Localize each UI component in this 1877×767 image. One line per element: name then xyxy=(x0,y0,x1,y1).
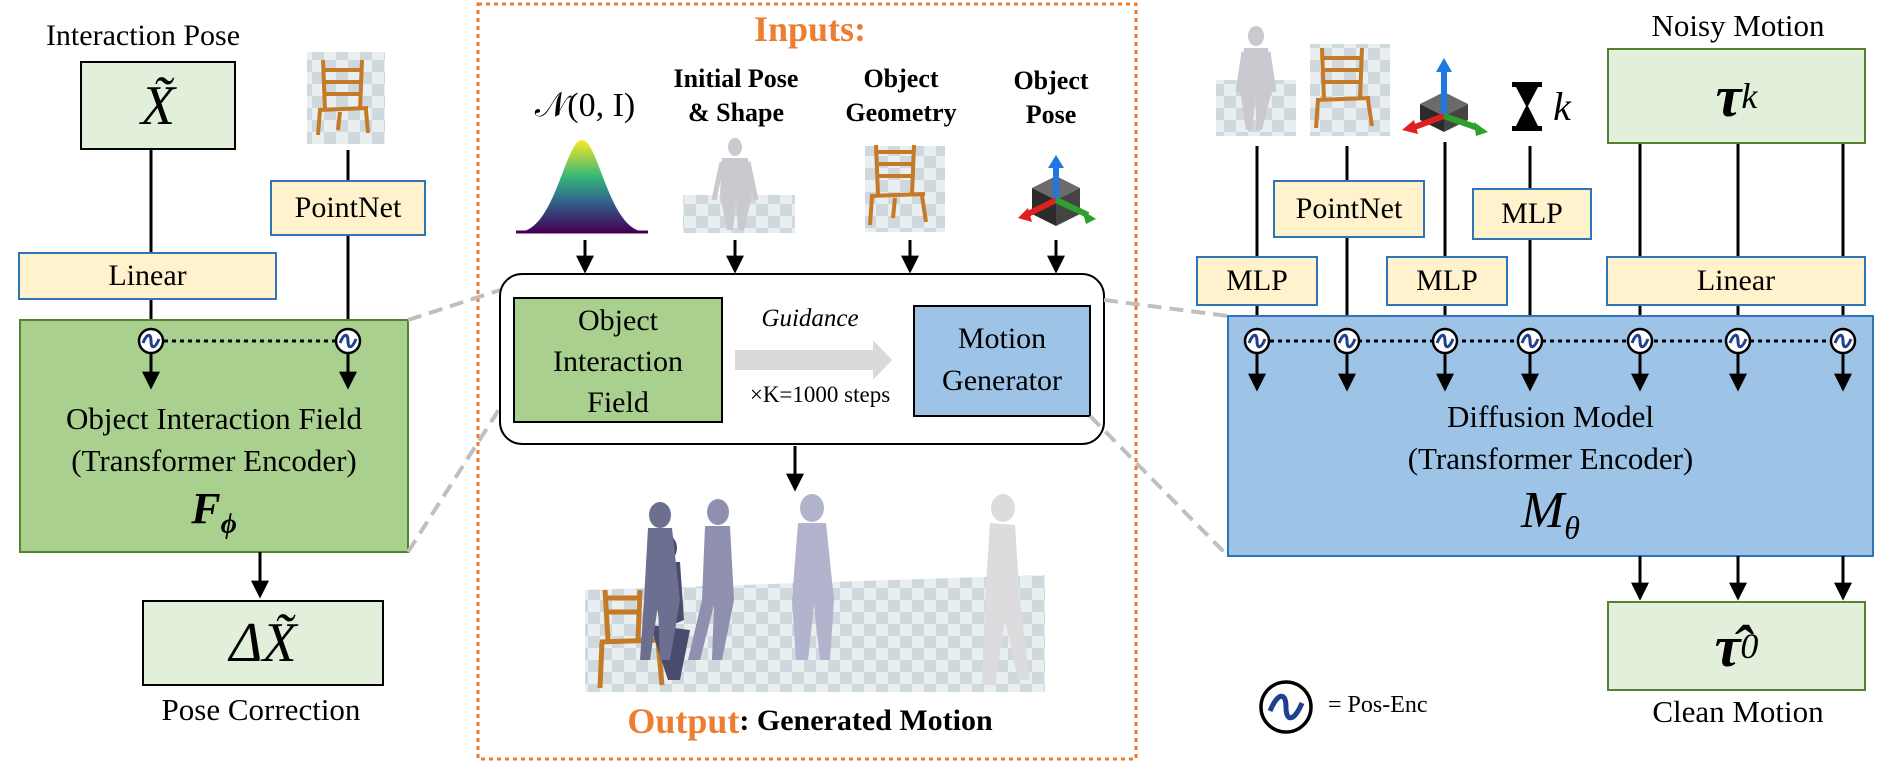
noise-label: 𝒩(0, I) xyxy=(534,87,636,124)
chair-thumbnail-center xyxy=(865,144,945,232)
oif-line2: Interaction xyxy=(553,345,683,378)
guidance-arrow xyxy=(735,340,892,380)
motion-generator-label: Motion Generator xyxy=(914,318,1090,402)
output-word: Output xyxy=(627,701,740,741)
initial-pose-line1: Initial Pose xyxy=(673,64,799,93)
field-title-line1: Object Interaction Field xyxy=(65,401,363,436)
object-pose-line2: Pose xyxy=(1025,100,1077,129)
linear-box-right: Linear xyxy=(1606,256,1866,306)
field-title: Object Interaction Field (Transformer En… xyxy=(20,398,408,552)
output-rest: : Generated Motion xyxy=(739,704,993,737)
interaction-pose-symbol: X̃ xyxy=(140,74,176,137)
oif-line1: Object xyxy=(578,304,658,337)
diffusion-symbol: Mθ xyxy=(1228,480,1873,558)
clean-motion-box: τ̂0 xyxy=(1607,601,1866,691)
guidance-label: Guidance xyxy=(761,305,859,332)
inputs-title: Inputs: xyxy=(753,9,867,49)
chair-thumbnail-right xyxy=(1310,44,1390,136)
human-thumbnail-center xyxy=(683,138,795,233)
object-pose-line1: Object xyxy=(1013,66,1089,95)
pose-correction-box: ΔX̃ xyxy=(142,600,384,686)
field-symbol: Fϕ xyxy=(20,482,408,552)
chair-thumbnail-left xyxy=(307,52,385,144)
diffusion-title-line1: Diffusion Model xyxy=(1447,399,1654,434)
oif-label: Object Interaction Field xyxy=(514,300,722,423)
linear-box-left: Linear xyxy=(18,252,277,300)
object-pose-label: Object Pose xyxy=(986,64,1116,132)
mlp-box-timestep: MLP xyxy=(1472,188,1592,240)
generated-motion-scene xyxy=(585,494,1045,692)
tau-k-superscript: k xyxy=(1741,76,1758,116)
pointnet-box-right: PointNet xyxy=(1273,180,1425,238)
motion-generator-box xyxy=(913,305,1091,417)
pos-enc-legend-label: = Pos-Enc xyxy=(1328,692,1428,718)
diffusion-title-line2: (Transformer Encoder) xyxy=(1407,441,1694,476)
pose-correction-caption: Pose Correction xyxy=(161,692,361,727)
gaussian-icon xyxy=(518,140,646,232)
motion-generator-line1: Motion xyxy=(957,322,1047,355)
object-interaction-field-box xyxy=(19,319,409,553)
interaction-pose-heading: Interaction Pose xyxy=(45,19,241,52)
field-symbol-sub: ϕ xyxy=(220,508,237,540)
pointnet-box-left: PointNet xyxy=(270,180,426,236)
hourglass-icon xyxy=(1512,82,1542,131)
pos-enc-legend-icon xyxy=(1259,680,1313,734)
axes-icon-right xyxy=(1402,58,1488,136)
diffusion-symbol-main: M xyxy=(1520,482,1565,539)
field-title-line2: (Transformer Encoder) xyxy=(71,443,357,478)
output-caption: Output: Generated Motion xyxy=(560,698,1060,744)
oif-box xyxy=(513,297,723,423)
pose-correction-symbol: ΔX̃ xyxy=(229,612,297,674)
oif-line3: Field xyxy=(587,386,649,419)
diffusion-title: Diffusion Model (Transformer Encoder) Mθ xyxy=(1228,396,1873,558)
motion-generator-line2: Generator xyxy=(942,364,1062,397)
inputs-frame xyxy=(476,2,1138,761)
initial-pose-line2: & Shape xyxy=(687,98,785,127)
diffusion-symbol-sub: θ xyxy=(1564,509,1581,546)
axes-icon-center xyxy=(1018,155,1096,226)
clean-motion-caption: Clean Motion xyxy=(1652,694,1824,729)
tau-0-symbol: τ̂ xyxy=(1714,613,1741,679)
tau-0-superscript: 0 xyxy=(1740,626,1759,666)
diffusion-model-box xyxy=(1227,315,1874,557)
steps-label: ×K=1000 steps xyxy=(749,382,891,407)
tau-k-symbol: τ xyxy=(1715,63,1742,129)
noisy-motion-heading: Noisy Motion xyxy=(1651,8,1825,43)
object-geometry-line1: Object xyxy=(863,64,939,93)
object-geometry-line2: Geometry xyxy=(845,98,957,127)
mlp-box-objpose: MLP xyxy=(1386,256,1508,306)
object-geometry-label: Object Geometry xyxy=(826,62,976,130)
human-thumbnail-right xyxy=(1216,26,1296,136)
initial-pose-label: Initial Pose & Shape xyxy=(656,62,816,130)
timestep-k: k xyxy=(1553,83,1571,129)
field-symbol-main: F xyxy=(191,484,221,533)
mlp-box-human: MLP xyxy=(1196,256,1318,306)
interaction-pose-box: X̃ xyxy=(80,61,236,150)
